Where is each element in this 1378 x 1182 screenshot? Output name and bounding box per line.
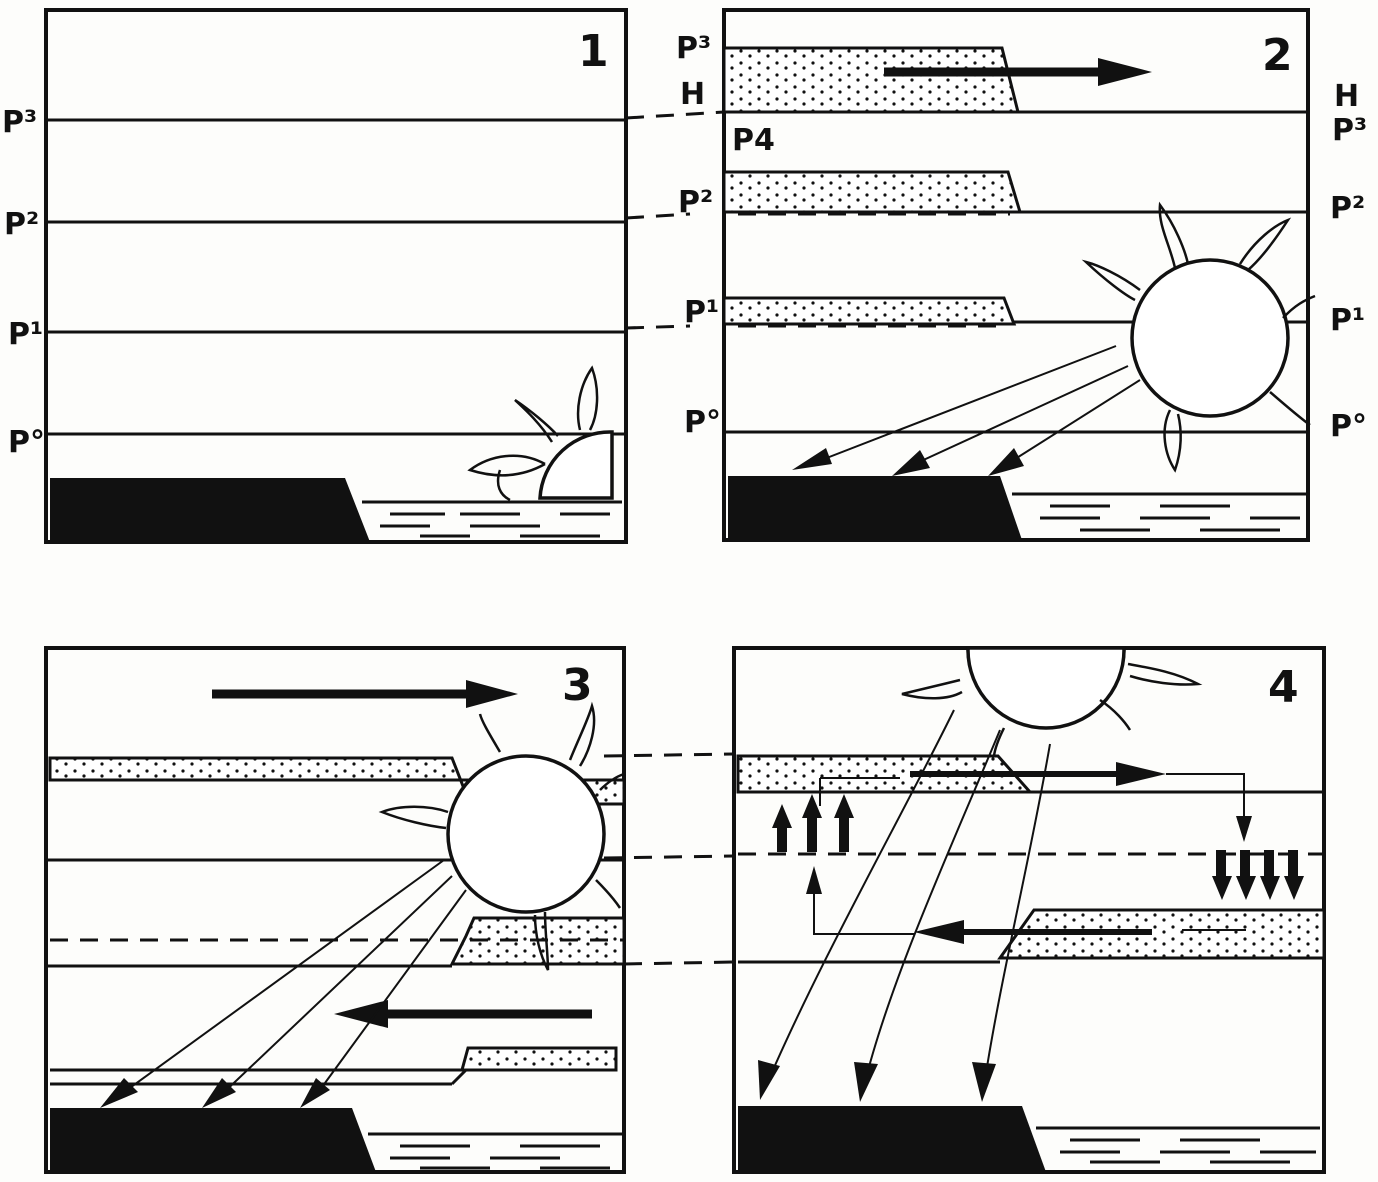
right-label-p3: P³ [1332, 113, 1367, 148]
right-label-p0: P° [1330, 409, 1367, 444]
sea-surface [1012, 492, 1306, 532]
panel-1: 1 P³ P² P¹ P° [2, 8, 725, 544]
right-label-p2: P² [1330, 191, 1365, 226]
wind-arrowhead-upper [1098, 58, 1152, 86]
panel-4: 4 [732, 646, 1326, 1174]
cloud-layer-top [722, 46, 1020, 114]
solar-ray-3 [983, 743, 1051, 1087]
panel-3: 3 [44, 646, 735, 1174]
left-label-p4: P4 [732, 123, 775, 158]
connector-p3 [625, 110, 725, 120]
solar-ray-2 [905, 365, 1129, 469]
cloud-layer-middle [722, 170, 1023, 214]
right-label-p1: P¹ [1330, 303, 1365, 338]
solar-ray-1 [115, 859, 445, 1099]
solar-ray-3 [1003, 379, 1141, 467]
cloud-layer-surface [460, 1046, 618, 1072]
connector-mid [603, 854, 735, 860]
solar-ray-1 [765, 709, 955, 1087]
label-p3: P³ [2, 105, 37, 140]
rising-air-arrows [772, 794, 854, 852]
left-label-p1: P¹ [684, 295, 719, 330]
left-label-h: H [680, 77, 705, 112]
sun-icon [901, 646, 1203, 757]
land-mass [728, 476, 1022, 540]
rising-sun-icon [467, 365, 614, 502]
panel-1-number: 1 [578, 26, 609, 77]
sea-surface [1036, 1126, 1320, 1164]
left-label-p2: P² [678, 185, 713, 220]
sun-icon [1081, 201, 1316, 473]
left-label-p3: P³ [676, 31, 711, 66]
cloud-layer-low [722, 296, 1017, 326]
panel-3-number: 3 [562, 660, 593, 711]
connector-p2 [625, 212, 691, 220]
land-mass [50, 478, 370, 542]
panel-2: 2 P³ H P4 P² P¹ P° H P³ P² P¹ P° [676, 8, 1367, 542]
sea-surface [362, 500, 622, 538]
panel-4-number: 4 [1268, 662, 1299, 713]
solar-ray-2 [863, 729, 1001, 1087]
sun-icon [378, 701, 625, 971]
land-mass [50, 1108, 376, 1172]
land-mass [738, 1106, 1046, 1172]
label-p1: P¹ [8, 317, 43, 352]
right-label-h: H [1334, 79, 1359, 114]
label-p0: P° [8, 425, 45, 460]
connector-p1 [625, 324, 691, 330]
left-label-p0: P° [684, 405, 721, 440]
solar-ray-2 [217, 875, 453, 1099]
connector-upper [603, 752, 735, 758]
label-p2: P² [4, 207, 39, 242]
sinking-air-arrows [1212, 850, 1304, 900]
sea-surface [368, 1132, 622, 1170]
panel-2-number: 2 [1262, 30, 1293, 81]
solar-ray-3 [313, 889, 467, 1099]
solar-ray-1 [805, 345, 1117, 467]
connector-lower [623, 960, 735, 966]
